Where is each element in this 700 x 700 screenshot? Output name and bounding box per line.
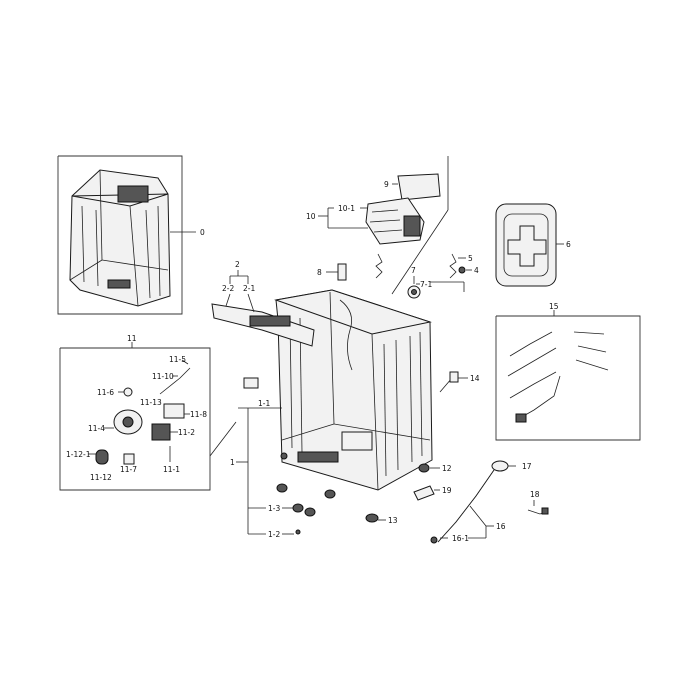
label-7-1: 7-1 bbox=[420, 280, 432, 289]
part-9-10-dispenser: 9 10-1 10 bbox=[306, 156, 449, 295]
label-11-7: 11-7 bbox=[120, 465, 137, 474]
part-16-17-18: 17 16 16-1 18 bbox=[430, 460, 549, 544]
label-11-6: 11-6 bbox=[97, 388, 114, 397]
part-6-gasket: 6 bbox=[495, 203, 571, 287]
label-7: 7 bbox=[411, 266, 416, 275]
label-2: 2 bbox=[235, 260, 240, 269]
label-1-3: 1-3 bbox=[268, 504, 280, 513]
part-12-13-19: 12 13 19 bbox=[365, 463, 452, 525]
label-15: 15 bbox=[549, 302, 559, 311]
label-11-12: 11-12 bbox=[90, 473, 112, 482]
label-6: 6 bbox=[566, 240, 571, 249]
label-11-4: 11-4 bbox=[88, 424, 105, 433]
part-8: 8 bbox=[317, 253, 383, 281]
part-2-control-panel: 2 2-2 2-1 bbox=[211, 260, 315, 347]
label-2-2: 2-2 bbox=[222, 284, 234, 293]
part-15-box: 15 bbox=[495, 302, 641, 441]
label-5: 5 bbox=[468, 254, 473, 263]
label-19: 19 bbox=[442, 486, 452, 495]
label-1-1: 1-1 bbox=[258, 399, 270, 408]
label-17: 17 bbox=[522, 462, 532, 471]
label-11-10: 11-10 bbox=[152, 372, 174, 381]
label-16: 16 bbox=[496, 522, 506, 531]
part-11-box: 11 11-6 11-5 11-10 11-13 11-4 11-8 11-2 … bbox=[59, 334, 237, 491]
label-11-8: 11-8 bbox=[190, 410, 207, 419]
label-4: 4 bbox=[474, 266, 479, 275]
label-2-1: 2-1 bbox=[243, 284, 255, 293]
main-cabinet-frame bbox=[274, 289, 433, 491]
label-11-13: 11-13 bbox=[140, 398, 162, 407]
part-14: 14 bbox=[439, 371, 480, 393]
label-11-1: 11-1 bbox=[163, 465, 180, 474]
label-16-1: 16-1 bbox=[452, 534, 469, 543]
label-10: 10 bbox=[306, 212, 316, 221]
label-9: 9 bbox=[384, 180, 389, 189]
part-4-5-7: 7 7-1 5 4 bbox=[407, 253, 479, 299]
label-1-12-1: 1-12-1 bbox=[66, 450, 91, 459]
part-1-group: 1-1 1 1-3 1-2 bbox=[230, 377, 336, 539]
label-1: 1 bbox=[230, 458, 235, 467]
label-18: 18 bbox=[530, 490, 540, 499]
label-0: 0 bbox=[200, 228, 205, 237]
label-11-5: 11-5 bbox=[169, 355, 186, 364]
label-13: 13 bbox=[388, 516, 398, 525]
label-10-1: 10-1 bbox=[338, 204, 355, 213]
label-14: 14 bbox=[470, 374, 480, 383]
label-8: 8 bbox=[317, 268, 322, 277]
label-11: 11 bbox=[127, 334, 137, 343]
cabinet-inset-box: 0 bbox=[57, 155, 205, 315]
label-12: 12 bbox=[442, 464, 452, 473]
label-11-2: 11-2 bbox=[178, 428, 195, 437]
label-1-2: 1-2 bbox=[268, 530, 280, 539]
